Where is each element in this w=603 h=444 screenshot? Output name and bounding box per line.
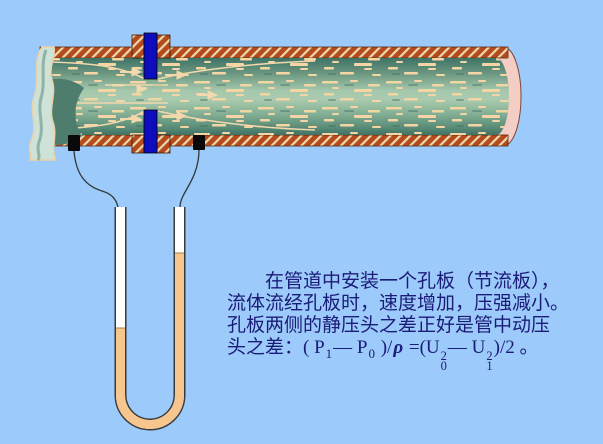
formula-mid4: — U bbox=[447, 337, 486, 358]
formula-mid2: )/ bbox=[375, 337, 393, 358]
flow-line-converge-top bbox=[47, 61, 146, 80]
pipe-broken-end bbox=[28, 46, 84, 161]
caption-line-3: 孔板两侧的静压头之差正好是管中动压 bbox=[227, 315, 551, 336]
formula-prefix: 头之差：( P bbox=[227, 337, 325, 358]
broken-end-band bbox=[28, 46, 58, 161]
formula-u0-superscript: 2 bbox=[440, 349, 447, 363]
caption-line-2: 流体流经孔板时，速度增加，压强减小。 bbox=[227, 293, 570, 314]
pressure-tap-upstream bbox=[68, 135, 80, 151]
flow-arrow bbox=[165, 70, 188, 80]
orifice-flange bbox=[131, 34, 171, 154]
flange-top-left bbox=[131, 34, 145, 59]
flow-line-diverge-bottom bbox=[157, 110, 316, 131]
manometer-fluid-column bbox=[116, 253, 184, 429]
tap-wire-right bbox=[179, 149, 200, 208]
formula-u0-subscript: 0 bbox=[440, 359, 447, 373]
flow-arrow bbox=[120, 67, 143, 77]
formula-rho: ρ bbox=[393, 337, 404, 358]
flange-bottom-right bbox=[156, 134, 171, 154]
caption: 在管道中安装一个孔板（节流板）， 流体流经孔板时，速度增加，压强减小。 孔板两侧… bbox=[227, 271, 593, 373]
formula-mid3: =(U bbox=[404, 337, 440, 358]
orifice-plate-bottom bbox=[143, 109, 158, 154]
pipe-bottom-wall bbox=[39, 134, 509, 147]
formula-p1-subscript: 1 bbox=[325, 346, 333, 361]
broken-end-shade bbox=[36, 49, 48, 161]
flow-arrow bbox=[198, 90, 219, 100]
formula-suffix: )/2 。 bbox=[493, 337, 539, 358]
pressure-tap-downstream bbox=[193, 135, 205, 150]
formula-u1-subscript: 1 bbox=[486, 359, 493, 373]
caption-line-1: 在管道中安装一个孔板（节流板）， bbox=[265, 271, 560, 292]
pipe-top-wall bbox=[39, 46, 509, 59]
tap-wire-left bbox=[73, 150, 119, 208]
orifice-plate-top bbox=[143, 32, 158, 80]
formula-p0-subscript: 0 bbox=[368, 346, 375, 361]
formula-u1-superscript: 2 bbox=[486, 349, 493, 363]
u-tube-manometer bbox=[114, 207, 186, 431]
flow-arrow bbox=[165, 111, 188, 121]
flow-arrow bbox=[120, 114, 143, 124]
flow-arrow bbox=[136, 84, 148, 94]
flange-bottom-left bbox=[131, 134, 145, 154]
formula-mid1: — P bbox=[333, 337, 368, 358]
flange-top-right bbox=[156, 34, 171, 59]
flow-arrows bbox=[120, 67, 219, 124]
